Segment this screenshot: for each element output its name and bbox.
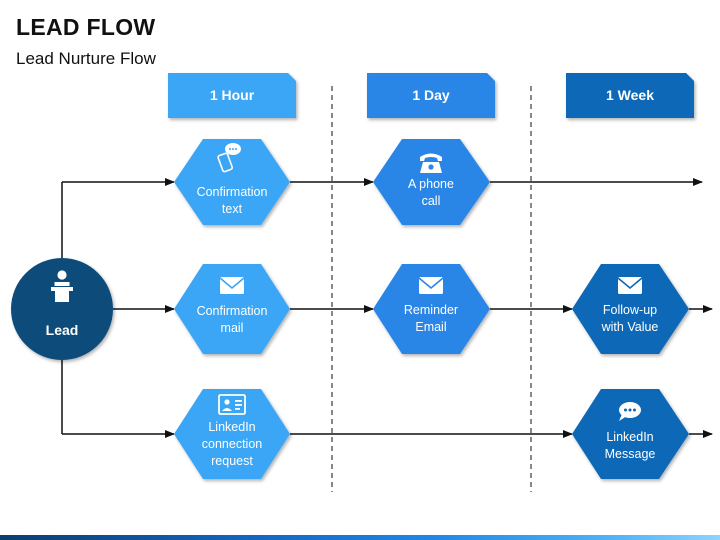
node-linkedin-request-line-3: request (211, 454, 253, 468)
node-linkedin-message-line-2: Message (605, 447, 656, 461)
node-linkedin-message (572, 389, 689, 479)
node-linkedin-request-line-1: LinkedIn (208, 420, 255, 434)
node-phone-call (373, 139, 490, 225)
node-confirmation-mail-line-2: mail (221, 321, 244, 335)
node-phone-call-line-1: A phone (408, 177, 454, 191)
node-follow-up-line-1: Follow-up (603, 303, 657, 317)
header-1-day: 1 Day (367, 73, 495, 118)
node-phone-call-line-2: call (422, 194, 441, 208)
node-follow-up-line-2: with Value (601, 320, 659, 334)
node-linkedin-request-line-2: connection (202, 437, 263, 451)
lead-node (11, 258, 113, 360)
phone-chat-icon (217, 143, 241, 173)
node-confirmation-text-line-1: Confirmation (197, 185, 268, 199)
id-card-icon (218, 394, 246, 415)
node-reminder-email (373, 264, 490, 354)
envelope-icon (219, 277, 245, 294)
node-linkedin-message-line-1: LinkedIn (606, 430, 653, 444)
slide-subtitle: Lead Nurture Flow (16, 49, 156, 68)
header-1-hour: 1 Hour (168, 73, 296, 118)
node-confirmation-text (174, 139, 290, 225)
header-1-week: 1 Week (566, 73, 694, 118)
envelope-icon (418, 277, 444, 294)
node-confirmation-text-line-2: text (222, 202, 243, 216)
header-label: 1 Week (606, 87, 654, 103)
lead-label: Lead (46, 322, 79, 338)
node-follow-up (572, 264, 689, 354)
speaker-podium-icon (51, 270, 73, 302)
header-label: 1 Day (412, 87, 450, 103)
connector-lines (61, 178, 713, 438)
node-linkedin-request (174, 389, 290, 479)
header-label: 1 Hour (210, 87, 255, 103)
envelope-icon (617, 277, 643, 294)
chat-bubble-icon (619, 402, 641, 421)
node-reminder-email-line-1: Reminder (404, 303, 458, 317)
node-reminder-email-line-2: Email (415, 320, 446, 334)
node-confirmation-mail-line-1: Confirmation (197, 304, 268, 318)
node-confirmation-mail (174, 264, 290, 354)
bottom-accent-bar (0, 535, 720, 540)
slide-title: LEAD FLOW (16, 14, 156, 40)
telephone-icon (420, 153, 442, 173)
